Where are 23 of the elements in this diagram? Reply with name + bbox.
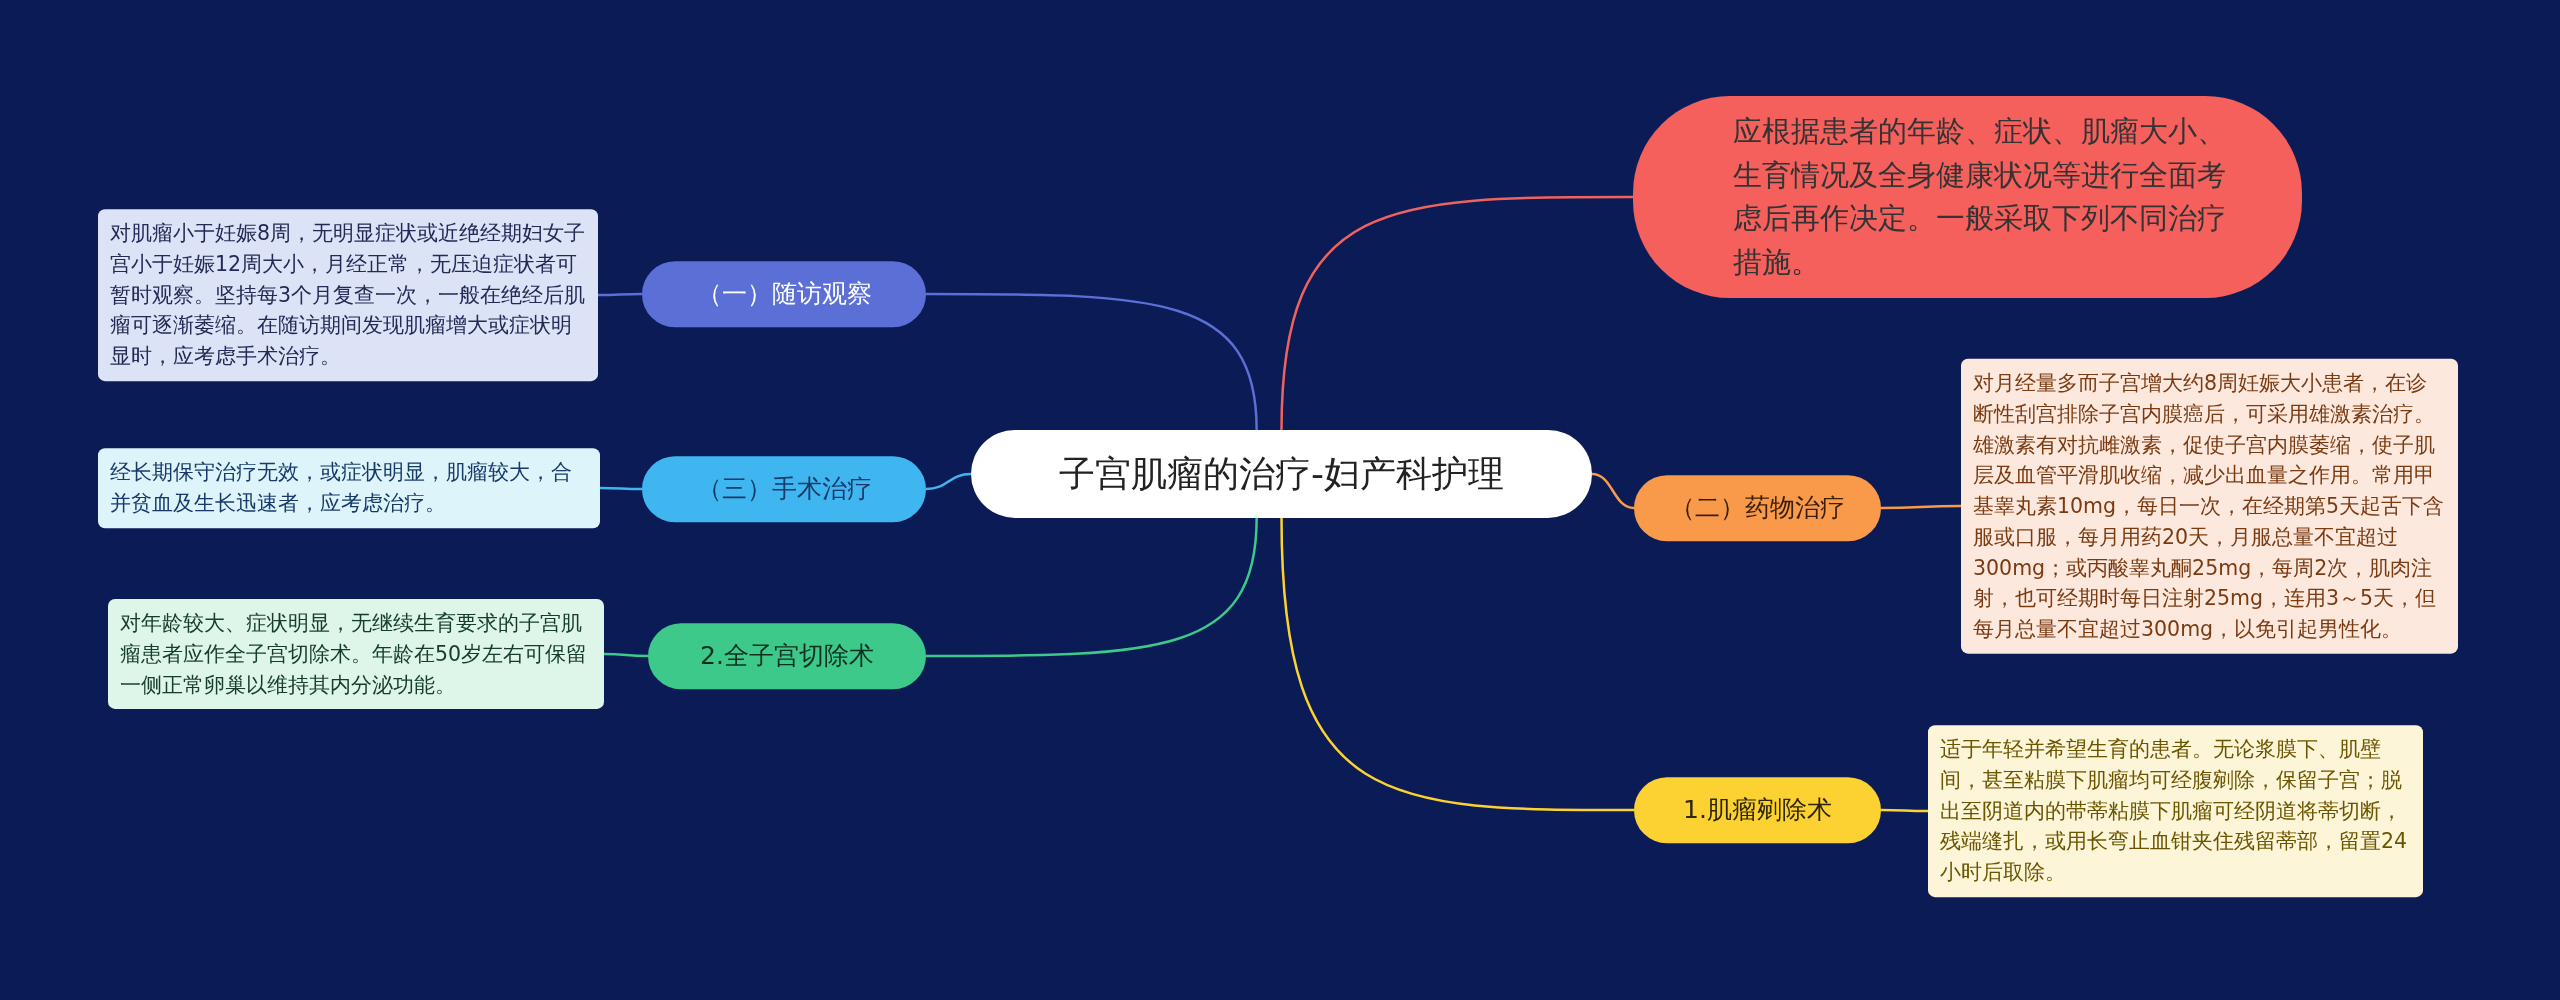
detail-card: 对年龄较大、症状明显，无继续生育要求的子宫肌瘤患者应作全子宫切除术。年龄在50岁左右可保留一侧正常卵巢以维持其内分泌功能。 (108, 598, 604, 710)
connector-line (598, 292, 642, 297)
connector-line (600, 486, 642, 491)
branch-topic: 2.全子宫切除术 (648, 623, 926, 689)
connector-line (1280, 195, 1633, 430)
branch-topic: （三）手术治疗 (642, 456, 926, 522)
detail-card: 经长期保守治疗无效，或症状明显，肌瘤较大，合并贫血及生长迅速者，应考虑治疗。 (98, 448, 600, 528)
branch-topic: （二）药物治疗 (1634, 475, 1881, 541)
connector-line (604, 652, 648, 658)
branch-topic: 1.肌瘤剜除术 (1634, 777, 1881, 843)
connector-line (1881, 504, 1961, 510)
detail-card: 对肌瘤小于妊娠8周，无明显症状或近绝经期妇女子宫小于妊娠12周大小，月经正常，无压迫症状者可暂时观察。坚持每3个月复查一次，一般在绝经后肌瘤可逐渐萎缩。在随访期间发现肌瘤增大或症状明显时，应考虑手术治疗。 (98, 209, 598, 381)
connector-line (1591, 472, 1635, 510)
note-bubble: 应根据患者的年龄、症状、肌瘤大小、生育情况及全身健康状况等进行全面考虑后再作决定。一般采取下列不同治疗措施。 (1633, 96, 2302, 298)
central-topic: 子宫肌瘤的治疗-妇产科护理 (971, 429, 1592, 519)
branch-topic: （一）随访观察 (642, 261, 926, 327)
connector-line (926, 518, 1258, 658)
detail-card: 适于年轻并希望生育的患者。无论浆膜下、肌壁间，甚至粘膜下肌瘤均可经腹剜除，保留子宫；脱出至阴道内的带蒂粘膜下肌瘤可经阴道将蒂切断，残端缝扎，或用长弯止血钳夹住残留蒂部，留置24小时后取除。 (1928, 725, 2423, 897)
connector-line (1881, 808, 1928, 813)
connector-line (925, 472, 972, 491)
connector-line (1280, 518, 1634, 812)
detail-card: 对月经量多而子宫增大约8周妊娠大小患者，在诊断性刮宫排除子宫内膜癌后，可采用雄激素治疗。雄激素有对抗雌激素，促使子宫内膜萎缩，使子肌层及血管平滑肌收缩，减少出血量之作用。常用甲基睾丸素10mg，每日一次，在经期第5天起舌下含服或口服，每月用药20天，月服总量不宜超过300mg；或丙酸睾丸酮25mg，每周2次，肌肉注射，也可经期时每日注射25mg，连用3～5天，但每月总量不宜超过300mg，以免引起男性化。 (1961, 358, 2458, 654)
connector-line (926, 292, 1258, 430)
